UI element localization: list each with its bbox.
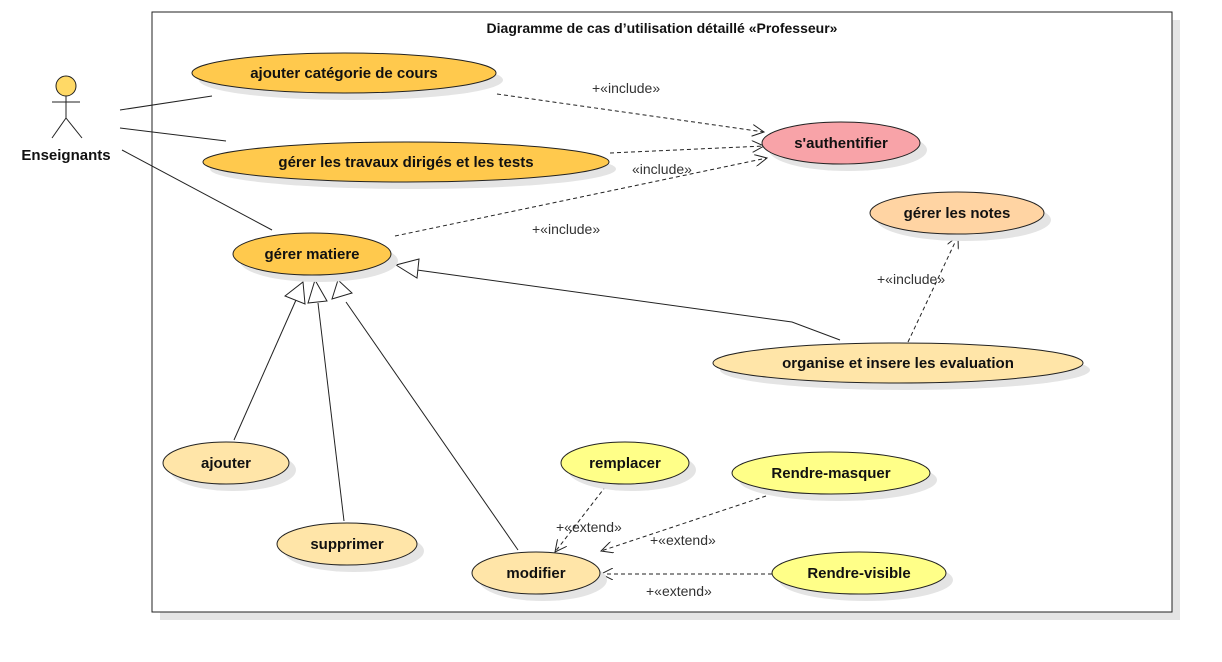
use-case-authentifier[interactable]: s'authentifier — [761, 121, 927, 171]
use-case-remplacer[interactable]: remplacer — [560, 441, 696, 491]
use-case-label: gérer matiere — [264, 246, 359, 263]
use-case-label: Rendre-visible — [807, 565, 910, 582]
use-case-label: ajouter catégorie de cours — [250, 65, 438, 82]
include-label-1: +«include» — [592, 80, 660, 96]
include-edge-categorie — [496, 93, 764, 132]
actor-head — [55, 75, 77, 97]
use-case-ajouter[interactable]: ajouter — [162, 441, 296, 491]
use-case-ellipse — [471, 551, 601, 595]
use-case-ellipse — [712, 342, 1084, 384]
generalization-head-modifier — [331, 279, 353, 300]
association-gerer-td — [119, 127, 227, 142]
include-label-notes: +«include» — [877, 271, 945, 287]
use-case-label: gérer les notes — [904, 205, 1011, 222]
use-case-label: s'authentifier — [794, 135, 888, 152]
use-case-gerer-td[interactable]: gérer les travaux dirigés et les tests — [202, 141, 616, 189]
use-case-ellipse — [731, 451, 931, 495]
include-label-3: +«include» — [532, 221, 600, 237]
include-edge-matiere — [394, 158, 767, 237]
use-case-ajouter-categorie[interactable]: ajouter catégorie de cours — [191, 52, 503, 100]
use-case-ellipse — [560, 441, 690, 485]
use-case-gerer-notes[interactable]: gérer les notes — [869, 191, 1051, 241]
use-case-ellipse — [771, 551, 947, 595]
use-case-label: Rendre-masquer — [771, 465, 890, 482]
use-case-ellipse — [191, 52, 497, 94]
use-case-gerer-matiere[interactable]: gérer matiere — [232, 232, 398, 282]
use-case-label: ajouter — [201, 455, 251, 472]
actor-enseignants[interactable]: Enseignants — [21, 75, 111, 164]
system-boundary — [151, 11, 1173, 613]
generalization-edge-organise — [416, 269, 841, 341]
actor-left-leg — [51, 117, 67, 139]
diagram-title: Diagramme de cas d’utilisation détaillé … — [487, 20, 838, 36]
use-case-rendre-masquer[interactable]: Rendre-masquer — [731, 451, 937, 501]
include-edge-notes — [907, 236, 958, 343]
use-case-label: modifier — [506, 565, 565, 582]
use-case-rendre-visible[interactable]: Rendre-visible — [771, 551, 953, 601]
use-case-ellipse — [869, 191, 1045, 235]
extend-edge-masquer — [601, 495, 767, 551]
generalization-edge-modifier — [345, 301, 519, 551]
extend-label-visible: +«extend» — [646, 583, 712, 599]
association-gerer-matiere — [121, 149, 273, 231]
actor-label: Enseignants — [21, 147, 110, 164]
generalization-edge-ajouter — [233, 299, 297, 441]
include-edge-td — [609, 146, 764, 154]
generalization-head-ajouter — [284, 281, 306, 305]
include-label-2: «include» — [632, 161, 692, 177]
extend-label-remplacer: +«extend» — [556, 519, 622, 535]
use-case-ellipse — [202, 141, 610, 183]
actor-right-leg — [65, 117, 83, 139]
generalization-edge-supprimer — [317, 302, 345, 522]
use-case-label: gérer les travaux dirigés et les tests — [278, 154, 533, 171]
generalization-head-organise — [394, 258, 420, 279]
use-case-label: remplacer — [589, 455, 661, 472]
use-case-ellipse — [232, 232, 392, 276]
use-case-ellipse — [276, 522, 418, 566]
use-case-modifier[interactable]: modifier — [471, 551, 607, 601]
use-case-organise[interactable]: organise et insere les evaluation — [712, 342, 1090, 390]
use-case-ellipse — [162, 441, 290, 485]
use-case-supprimer[interactable]: supprimer — [276, 522, 424, 572]
use-case-label: organise et insere les evaluation — [782, 355, 1014, 372]
use-case-label: supprimer — [310, 536, 384, 553]
extend-label-masquer: +«extend» — [650, 532, 716, 548]
use-case-ellipse — [761, 121, 921, 165]
association-ajouter-categorie — [119, 95, 213, 111]
generalization-head-supprimer — [307, 278, 328, 304]
